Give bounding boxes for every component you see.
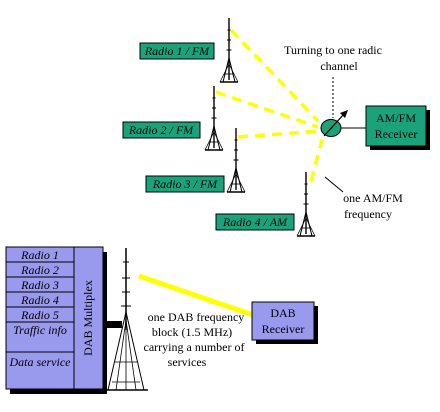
svg-text:DAB: DAB <box>270 306 295 320</box>
mux-row-radio-1: Radio 1 <box>20 248 59 262</box>
svg-text:block (1.5 MHz): block (1.5 MHz) <box>152 325 232 339</box>
mux-row-traffic-info: Traffic info <box>13 324 67 337</box>
radio-1-tower-icon <box>219 17 239 83</box>
dab-receiver: DAB Receiver <box>251 301 318 344</box>
mux-row-data-service: Data service <box>10 355 71 369</box>
beam-radio-2 <box>215 90 319 129</box>
svg-text:one DAB frequency: one DAB frequency <box>148 310 245 324</box>
beam-radio-1 <box>229 28 320 123</box>
fm-beams <box>215 28 324 182</box>
svg-text:Turning to one radic: Turning to one radic <box>284 43 382 57</box>
dab-tower-icon <box>104 248 148 391</box>
dab-frequency-note: one DAB frequency block (1.5 MHz) carryi… <box>144 310 245 369</box>
tuning-note: Turning to one radic channel <box>284 43 382 118</box>
svg-text:AM/FM: AM/FM <box>376 111 416 125</box>
svg-text:Radio 1 / FM: Radio 1 / FM <box>144 44 210 58</box>
am-fm-receiver: AM/FM Receiver <box>365 105 430 150</box>
mux-connector <box>103 321 122 328</box>
svg-text:Receiver: Receiver <box>375 127 418 141</box>
station-label-radio-4: Radio 4 / AM <box>215 213 295 231</box>
svg-text:carrying a number of: carrying a number of <box>144 340 245 354</box>
svg-text:one AM/FM: one AM/FM <box>343 191 403 205</box>
station-label-radio-1: Radio 1 / FM <box>139 42 215 60</box>
radio-2-tower-icon <box>204 85 224 151</box>
beam-radio-4 <box>309 139 324 182</box>
svg-text:Radio 4 / AM: Radio 4 / AM <box>222 215 288 229</box>
svg-text:Radio 2 / FM: Radio 2 / FM <box>128 123 194 137</box>
radio-4-tower-icon <box>296 171 316 237</box>
svg-text:Receiver: Receiver <box>262 322 305 336</box>
mux-title: DAB Multiplex <box>81 280 95 356</box>
mux-row-radio-4: Radio 4 <box>20 293 59 307</box>
mux-row-radio-3: Radio 3 <box>20 278 59 292</box>
mux-row-radio-2: Radio 2 <box>20 263 59 277</box>
beam-radio-3 <box>237 129 319 139</box>
svg-text:frequency: frequency <box>344 207 392 221</box>
tuning-dial-icon <box>320 110 366 137</box>
station-label-radio-3: Radio 3 / FM <box>145 175 225 193</box>
svg-text:services: services <box>168 355 207 369</box>
am-fm-frequency-note: one AM/FM frequency <box>324 176 403 221</box>
station-label-radio-2: Radio 2 / FM <box>122 121 201 139</box>
svg-text:channel: channel <box>320 59 358 73</box>
svg-text:Radio 3 / FM: Radio 3 / FM <box>152 177 218 191</box>
mux-row-radio-5: Radio 5 <box>20 308 59 322</box>
dab-multiplex: Radio 1 Radio 2 Radio 3 Radio 4 Radio 5 … <box>5 246 107 394</box>
